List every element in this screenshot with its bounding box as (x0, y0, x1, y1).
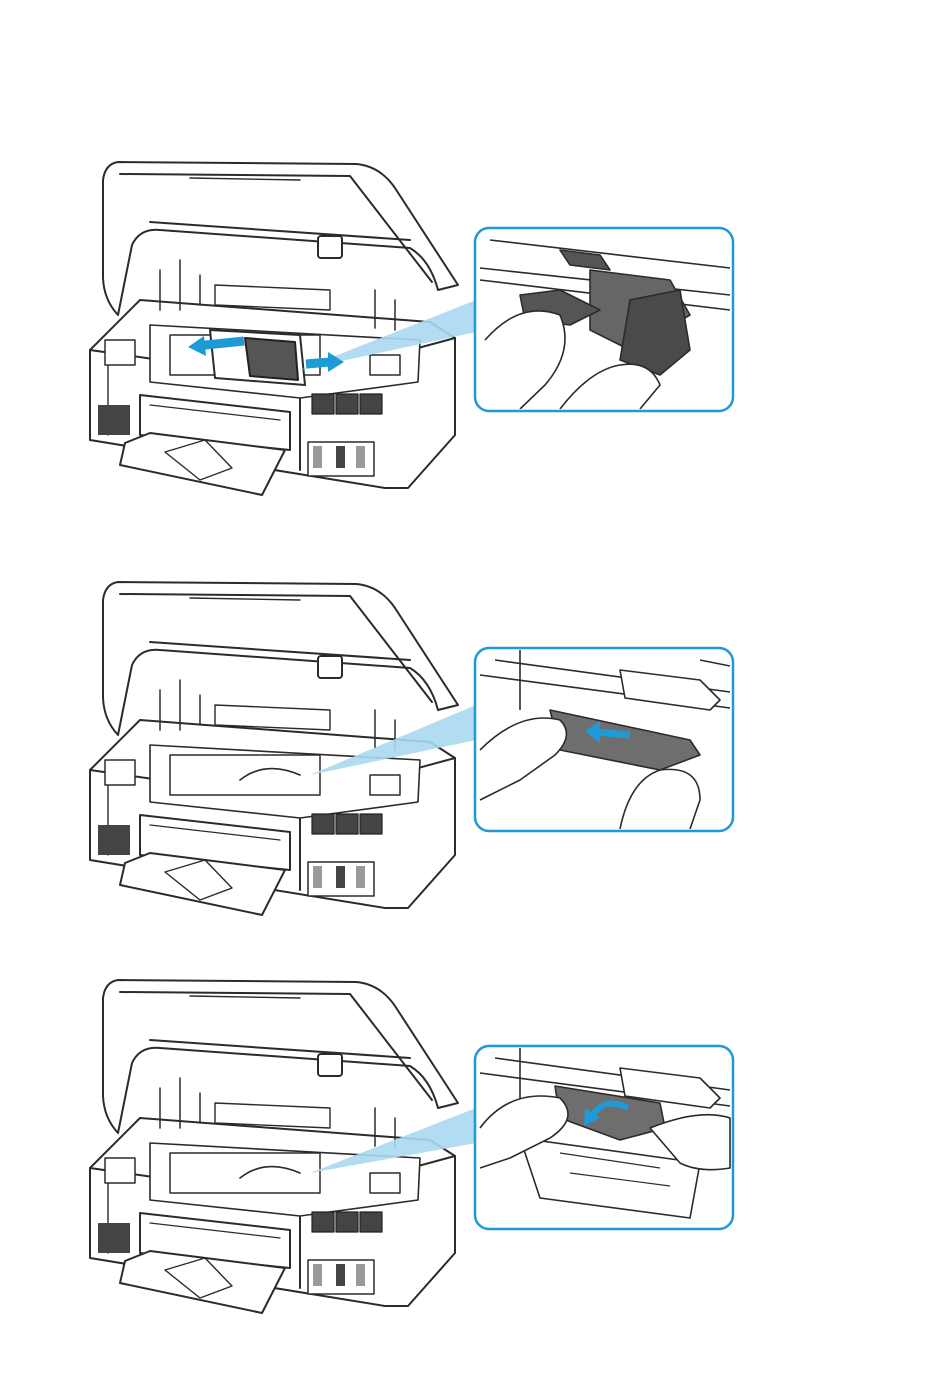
step-2-illustration (0, 570, 950, 930)
printer-illustration (0, 150, 950, 510)
step-1-illustration (0, 150, 950, 510)
printer-illustration (0, 968, 950, 1328)
printer-illustration (0, 570, 950, 930)
step-3-illustration (0, 968, 950, 1328)
detail-inset (475, 228, 733, 411)
detail-inset (475, 648, 733, 831)
detail-inset (475, 1046, 733, 1229)
